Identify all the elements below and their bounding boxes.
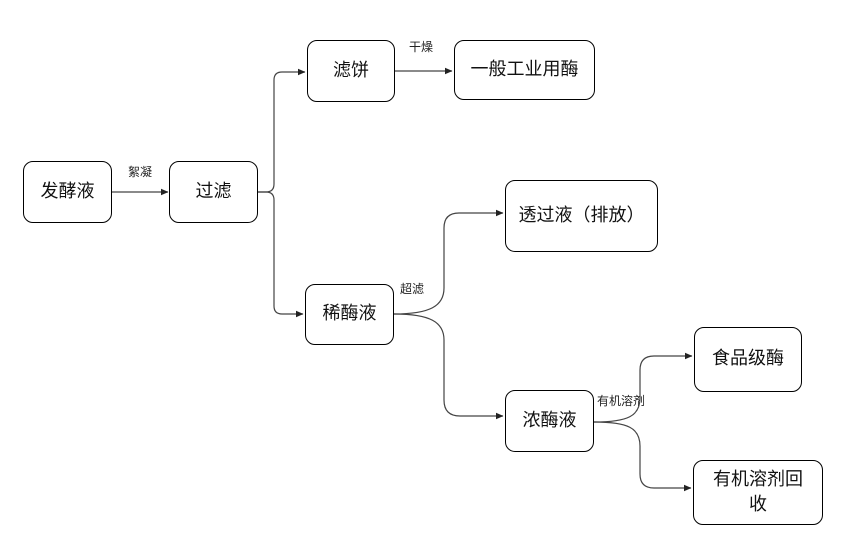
edge-concentrated-to-solvent-recovery [593,421,692,492]
node-label: 稀酶液 [322,303,377,325]
node-food-grade-enzyme: 食品级酶 [694,327,802,392]
node-fermentation-broth: 发酵液 [23,161,112,223]
edge-filtration-to-dilute-enzyme [258,191,304,318]
edge-filtration-to-filter-cake [258,68,306,193]
node-label: 滤饼 [333,59,369,81]
node-filtration: 过滤 [169,161,258,223]
node-industrial-enzyme: 一般工业用酶 [454,40,595,100]
edge-dilute-enzyme-to-concentrated-enzyme [393,313,504,420]
edge-label-drying: 干燥 [409,40,434,54]
edge-concentrated-to-food-grade [593,352,693,423]
node-label: 过滤 [195,180,232,202]
node-filter-cake: 滤饼 [307,40,395,102]
node-label: 食品级酶 [712,348,784,370]
node-label: 透过液（排放） [518,204,645,226]
node-permeate-discharge: 透过液（排放） [505,180,658,252]
node-label: 一般工业用酶 [470,58,579,80]
node-label: 发酵液 [40,180,95,202]
node-dilute-enzyme: 稀酶液 [305,284,394,345]
node-concentrated-enzyme: 浓酶液 [505,390,594,452]
edge-label-flocculation: 絮凝 [128,165,153,179]
node-label: 浓酶液 [522,409,577,431]
node-organic-solvent-recovery: 有机溶剂回收 [693,460,823,525]
node-label: 有机溶剂回收 [713,469,803,515]
edge-label-ultrafiltration: 超滤 [400,282,425,296]
edge-label-organic-solvent: 有机溶剂 [597,394,646,408]
edge-dilute-enzyme-to-permeate [393,209,504,315]
